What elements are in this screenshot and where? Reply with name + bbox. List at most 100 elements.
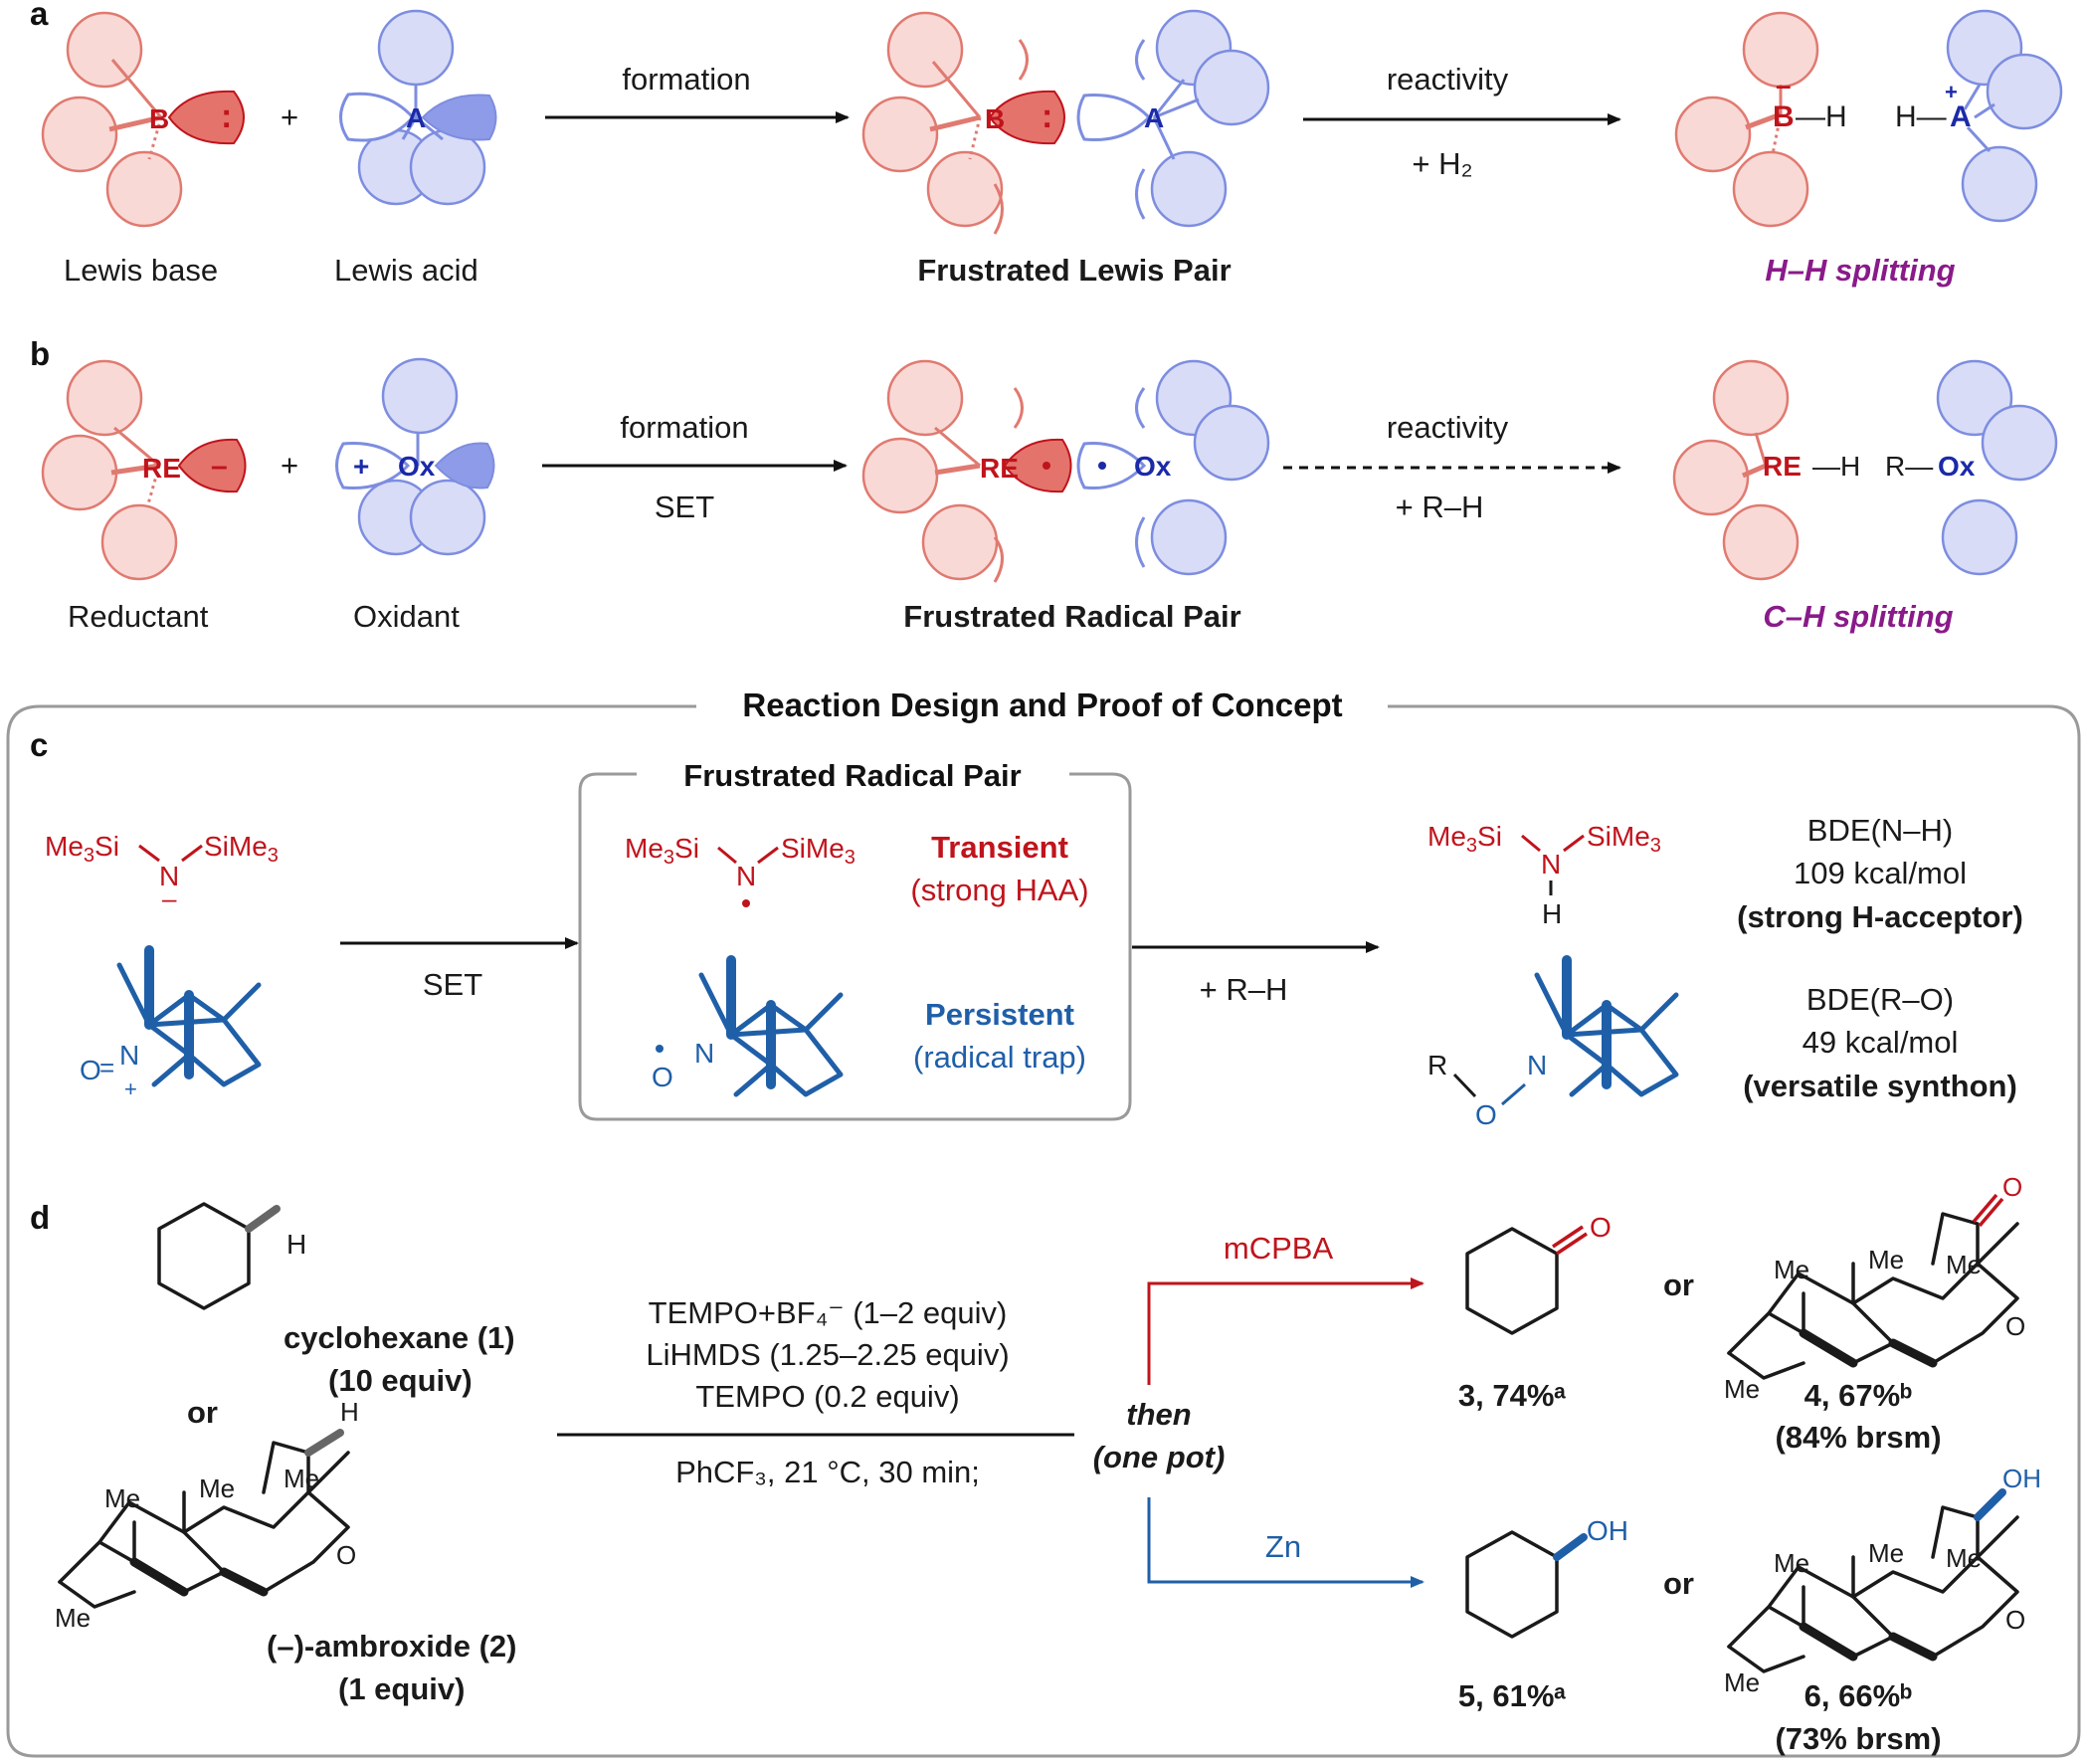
label-frp: Frustrated Radical Pair bbox=[903, 599, 1240, 634]
frustrated-lewis-pair: B : A bbox=[861, 9, 1270, 235]
label-oxidant: Oxidant bbox=[353, 599, 460, 634]
svg-text:Me: Me bbox=[1868, 1538, 1904, 1568]
svg-text:SiMe3: SiMe3 bbox=[204, 831, 279, 867]
condition-2: LiHMDS (1.25–2.25 equiv) bbox=[646, 1337, 1009, 1372]
svg-text:—H: —H bbox=[1796, 100, 1847, 133]
yield-5: 5, 61%ᵃ bbox=[1458, 1678, 1567, 1713]
svg-text:Me: Me bbox=[284, 1464, 319, 1493]
yield-6: 6, 66%ᵇ bbox=[1804, 1678, 1913, 1713]
label-then: then bbox=[1126, 1397, 1191, 1432]
svg-text:Me: Me bbox=[104, 1483, 140, 1513]
tempo-cation: O = N + bbox=[80, 950, 259, 1101]
arrow-formation-b-set: SET bbox=[655, 490, 714, 524]
label-lewis-acid: Lewis acid bbox=[334, 253, 478, 288]
svg-text:Me: Me bbox=[199, 1473, 235, 1503]
frp-box bbox=[578, 772, 1132, 1121]
svg-text:O: O bbox=[2005, 1605, 2025, 1635]
svg-text:Me: Me bbox=[1774, 1255, 1809, 1284]
svg-text:OH: OH bbox=[1587, 1515, 1628, 1546]
arrow-reactivity-b-reagent: + R–H bbox=[1396, 490, 1484, 524]
svg-text:–: – bbox=[211, 450, 228, 483]
condition-3: TEMPO (0.2 equiv) bbox=[695, 1379, 959, 1414]
svg-text:R: R bbox=[1427, 1050, 1447, 1080]
svg-text:H—: H— bbox=[1895, 100, 1947, 133]
arrow-rh-c-label: + R–H bbox=[1200, 972, 1288, 1007]
arrow-set-c-label: SET bbox=[423, 967, 482, 1002]
svg-text:+: + bbox=[353, 451, 369, 482]
svg-text:O: O bbox=[652, 1062, 673, 1092]
yield-4-brsm: (84% brsm) bbox=[1775, 1420, 1941, 1455]
yield-3: 3, 74%ᵃ bbox=[1458, 1378, 1567, 1413]
svg-text:Me3Si: Me3Si bbox=[1427, 821, 1502, 857]
arrow-reactivity-a-label: reactivity bbox=[1387, 62, 1509, 97]
cyclohexane-1: H bbox=[157, 1202, 306, 1310]
svg-text:Ox: Ox bbox=[1938, 451, 1976, 482]
panel-label-b: b bbox=[30, 335, 50, 372]
ch-product: RE —H R— Ox bbox=[1672, 359, 2058, 581]
ambroxide-2: Me Me Me Me O H bbox=[55, 1397, 359, 1633]
label-persistent: Persistent bbox=[925, 997, 1074, 1032]
hmds-anion: Me3Si SiMe3 N – bbox=[45, 831, 279, 913]
svg-text:B: B bbox=[1773, 100, 1795, 133]
svg-text:N: N bbox=[119, 1040, 139, 1071]
svg-text:N: N bbox=[736, 861, 756, 891]
panel-label-a: a bbox=[30, 0, 49, 32]
reagent-zn: Zn bbox=[1265, 1529, 1301, 1564]
frp-box-title: Frustrated Radical Pair bbox=[683, 758, 1021, 793]
arrow-reactivity-b-label: reactivity bbox=[1387, 410, 1509, 445]
hmds-h: Me3Si SiMe3 N H bbox=[1427, 821, 1661, 929]
label-transient-sub: (strong HAA) bbox=[910, 873, 1088, 907]
sub2-equiv: (1 equiv) bbox=[338, 1671, 465, 1706]
panel-label-d: d bbox=[30, 1199, 50, 1236]
svg-text:O: O bbox=[2002, 1172, 2022, 1202]
bde1-title: BDE(N–H) bbox=[1807, 813, 1953, 848]
svg-text:A: A bbox=[1144, 102, 1164, 133]
svg-text:H: H bbox=[286, 1229, 306, 1260]
svg-text:—H: —H bbox=[1812, 451, 1860, 482]
svg-text:O: O bbox=[1590, 1212, 1612, 1243]
lewis-acid: A bbox=[339, 9, 497, 206]
lactone-4: Me Me Me Me O O bbox=[1724, 1172, 2025, 1404]
bde1-value: 109 kcal/mol bbox=[1794, 856, 1967, 890]
or-p5: or bbox=[1663, 1566, 1694, 1601]
svg-text:Ox: Ox bbox=[1134, 451, 1172, 482]
sub1-equiv: (10 equiv) bbox=[328, 1363, 473, 1398]
lactol-6: Me Me Me Me O OH bbox=[1724, 1464, 2041, 1697]
svg-text:O: O bbox=[336, 1540, 356, 1570]
or-p3: or bbox=[1663, 1268, 1694, 1302]
svg-text:Me3Si: Me3Si bbox=[625, 833, 699, 869]
arrow-formation-a-label: formation bbox=[622, 62, 750, 97]
svg-text:Me: Me bbox=[1724, 1374, 1760, 1404]
atom-a: A bbox=[406, 102, 426, 133]
svg-text:RE: RE bbox=[1763, 451, 1802, 482]
plus-b: + bbox=[281, 448, 298, 483]
svg-text:N: N bbox=[1541, 849, 1561, 880]
svg-text:+: + bbox=[1945, 80, 1958, 104]
arrow-reactivity-a-reagent: + H₂ bbox=[1412, 146, 1472, 181]
svg-text:Ox: Ox bbox=[398, 451, 436, 482]
plus-a: + bbox=[281, 99, 298, 134]
svg-text:H: H bbox=[1542, 898, 1562, 929]
label-one-pot: (one pot) bbox=[1093, 1440, 1226, 1474]
yield-4: 4, 67%ᵇ bbox=[1804, 1378, 1913, 1413]
yield-6-brsm: (73% brsm) bbox=[1775, 1721, 1941, 1756]
cyclohexanone-3: O bbox=[1465, 1212, 1612, 1335]
frustrated-radical-pair-b: RE Ox bbox=[861, 359, 1270, 583]
svg-text:O: O bbox=[2005, 1311, 2025, 1341]
bde2-value: 49 kcal/mol bbox=[1803, 1025, 1959, 1060]
or-d: or bbox=[187, 1395, 218, 1430]
svg-text:OH: OH bbox=[2002, 1464, 2041, 1493]
reagent-mcpba: mCPBA bbox=[1224, 1231, 1334, 1266]
section-title: Reaction Design and Proof of Concept bbox=[742, 686, 1342, 723]
alkoxyamine: R O N bbox=[1427, 960, 1676, 1130]
condition-1: TEMPO+BF₄⁻ (1–2 equiv) bbox=[649, 1295, 1008, 1330]
svg-text:Me3Si: Me3Si bbox=[45, 831, 119, 867]
lone-pair: : bbox=[221, 98, 232, 135]
hh-product: B – —H H— A + bbox=[1674, 9, 2063, 228]
arrow-zn bbox=[1147, 1497, 1424, 1588]
label-hh-splitting: H–H splitting bbox=[1765, 253, 1955, 288]
svg-text:N: N bbox=[694, 1038, 714, 1069]
reductant: RE – bbox=[41, 359, 247, 581]
sub1-name: cyclohexane (1) bbox=[284, 1320, 515, 1355]
